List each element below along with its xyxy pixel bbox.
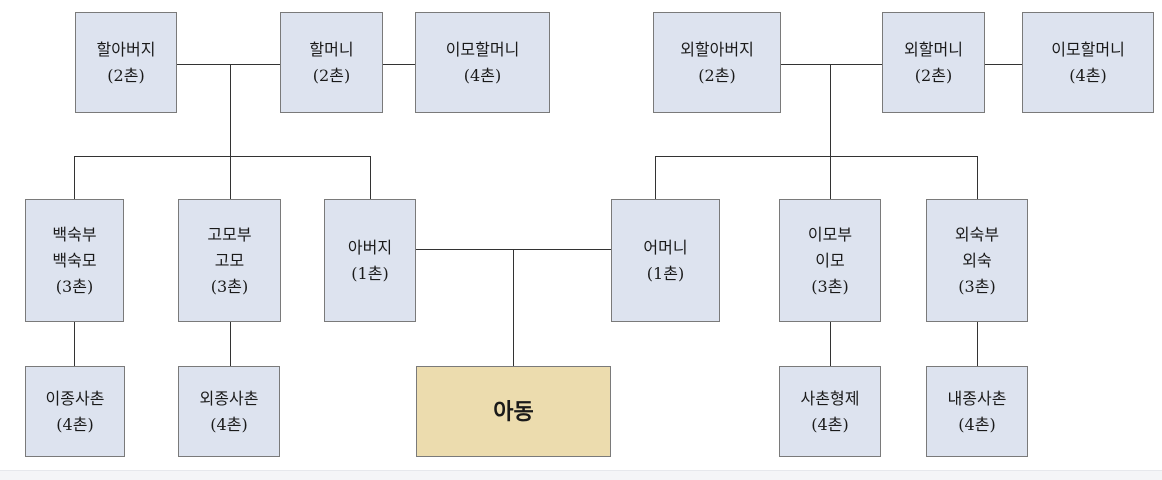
connector-line — [230, 64, 231, 156]
connector-line — [383, 64, 415, 65]
node-label: 아동 — [493, 398, 534, 425]
node-degree: (4촌) — [463, 65, 502, 85]
node-label: 사촌형제 — [800, 388, 860, 408]
node-child: 아동 — [416, 366, 611, 457]
node-sibling-cousin: 사촌형제 (4촌) — [779, 366, 881, 457]
node-degree: (3촌) — [55, 276, 94, 296]
node-label: 고모부 — [207, 224, 252, 244]
connector-line — [830, 322, 831, 366]
node-maternal-uncle: 외숙부 외숙 (3촌) — [926, 199, 1028, 322]
node-paternal-aunt: 고모부 고모 (3촌) — [178, 199, 281, 322]
node-grandaunt: 이모할머니 (4촌) — [415, 12, 550, 113]
node-label: 외종사촌 — [199, 388, 259, 408]
node-label: 외할아버지 — [680, 39, 754, 59]
node-label: 내종사촌 — [947, 388, 1007, 408]
node-paternal-cousin: 이종사촌 (4촌) — [25, 366, 125, 457]
connector-line — [370, 156, 371, 199]
node-degree: (1촌) — [351, 263, 389, 283]
node-label: 이모부 — [807, 224, 853, 244]
node-label: 이모할머니 — [445, 39, 520, 59]
node-degree: (2촌) — [312, 65, 351, 85]
node-grandfather: 할아버지 (2촌) — [75, 12, 177, 113]
node-maternal-grandmother: 외할머니 (2촌) — [882, 12, 985, 113]
node-label: 할아버지 — [96, 39, 156, 59]
node-degree: (4촌) — [958, 414, 996, 434]
node-label: 아버지 — [347, 237, 393, 257]
connector-line — [977, 156, 978, 199]
node-degree: (4촌) — [56, 414, 94, 434]
node-degree: (1촌) — [646, 263, 685, 283]
node-grandmother: 할머니 (2촌) — [280, 12, 383, 113]
connector-line — [830, 64, 831, 156]
connector-line — [985, 64, 1022, 65]
node-degree: (3촌) — [811, 276, 849, 296]
connector-line — [74, 156, 75, 199]
node-degree: (4촌) — [811, 414, 849, 434]
node-degree: (4촌) — [210, 414, 248, 434]
connector-line — [230, 322, 231, 366]
connector-line — [177, 64, 280, 65]
connector-line — [655, 156, 656, 199]
node-maternal-grandfather: 외할아버지 (2촌) — [653, 12, 781, 113]
node-degree: (2촌) — [914, 65, 953, 85]
node-label: 이모할머니 — [1051, 39, 1125, 59]
connector-line — [781, 64, 882, 65]
connector-line — [655, 156, 977, 157]
node-label: 외할머니 — [904, 39, 963, 59]
connector-line — [513, 249, 514, 366]
node-label: 외숙 — [962, 250, 992, 270]
node-label: 이종사촌 — [45, 388, 105, 408]
connector-line — [74, 156, 371, 157]
connector-line — [830, 156, 831, 199]
node-mother: 어머니 (1촌) — [611, 199, 720, 322]
node-paternal-uncle: 백숙부 백숙모 (3촌) — [25, 199, 124, 322]
node-father: 아버지 (1촌) — [324, 199, 416, 322]
node-label: 백숙부 — [52, 224, 97, 244]
node-label: 할머니 — [309, 39, 354, 59]
connector-line — [74, 322, 75, 366]
node-label: 어머니 — [643, 237, 688, 257]
node-label: 이모 — [815, 250, 845, 270]
node-degree: (3촌) — [958, 276, 996, 296]
node-maternal-grandaunt: 이모할머니 (4촌) — [1022, 12, 1154, 113]
connector-line — [977, 322, 978, 366]
bottom-band — [0, 470, 1162, 480]
node-paternal-aunt-cousin: 외종사촌 (4촌) — [178, 366, 280, 457]
node-label: 백숙모 — [52, 250, 97, 270]
node-label: 고모 — [214, 250, 245, 270]
node-degree: (2촌) — [107, 65, 145, 85]
node-degree: (2촌) — [698, 65, 736, 85]
node-maternal-aunt: 이모부 이모 (3촌) — [779, 199, 881, 322]
connector-line — [230, 156, 231, 199]
node-maternal-cousin: 내종사촌 (4촌) — [926, 366, 1028, 457]
node-label: 외숙부 — [954, 224, 1000, 244]
node-degree: (3촌) — [210, 276, 249, 296]
node-degree: (4촌) — [1069, 65, 1107, 85]
